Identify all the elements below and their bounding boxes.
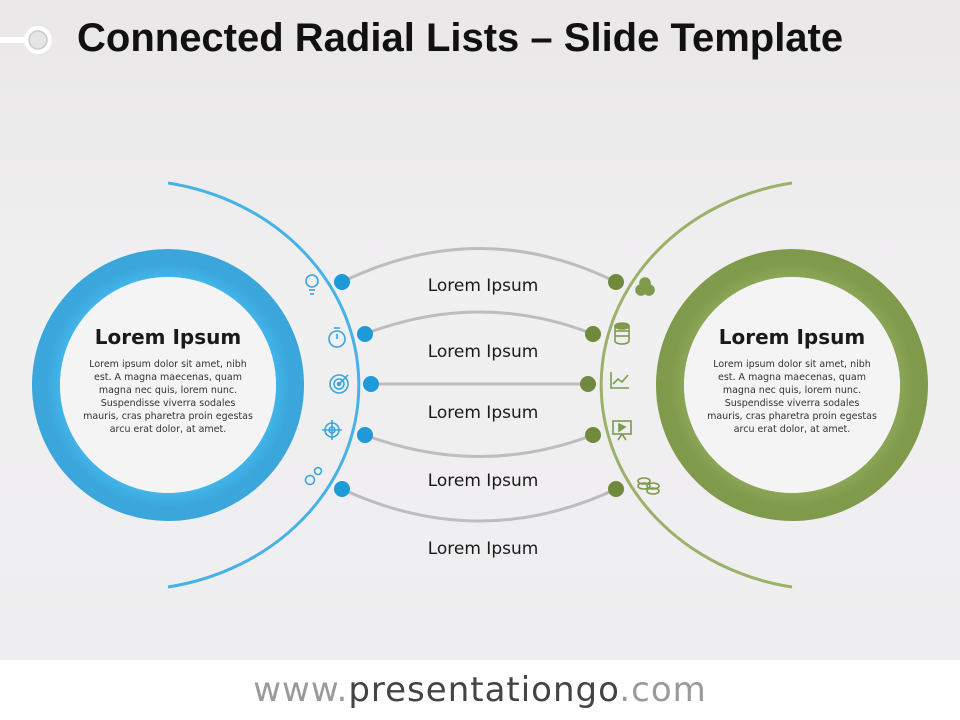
target-icon — [329, 374, 349, 394]
right-outer-arc — [599, 181, 793, 589]
connector-line-1 — [341, 247, 617, 284]
right-circle-heading: Lorem Ipsum — [718, 325, 866, 349]
slide-title: Connected Radial Lists – Slide Template — [77, 16, 844, 60]
footer-url-suffix: .com — [619, 670, 707, 710]
right-dot-5 — [608, 481, 624, 497]
logo-mark-icon — [0, 26, 52, 54]
right-dot-4 — [585, 427, 601, 443]
connector-line-2 — [364, 310, 594, 336]
left-ring — [32, 249, 304, 521]
venn-icon — [635, 277, 655, 296]
gears-icon — [304, 466, 323, 486]
left-circle-heading: Lorem Ipsum — [94, 325, 242, 349]
left-dot-5 — [334, 481, 350, 497]
connector-label-2: Lorem Ipsum — [427, 342, 539, 362]
footer-url-prefix: www. — [253, 670, 349, 710]
left-dot-1 — [334, 274, 350, 290]
left-circle-content: Lorem Ipsum Lorem ipsum dolor sit amet, … — [82, 325, 254, 436]
footer-url-domain: presentationgo — [348, 670, 620, 710]
connector-label-4: Lorem Ipsum — [427, 471, 539, 491]
connector-label-1: Lorem Ipsum — [427, 276, 539, 296]
left-dot-3 — [363, 376, 379, 392]
footer: www.presentationgo.com — [0, 660, 960, 720]
connector-line-4 — [364, 433, 594, 458]
right-circle-content: Lorem Ipsum Lorem ipsum dolor sit amet, … — [706, 325, 878, 436]
right-dot-3 — [580, 376, 596, 392]
coins-icon — [637, 477, 660, 495]
right-ring-inner — [684, 277, 900, 493]
left-outer-arc — [167, 181, 361, 589]
radial-diagram — [32, 181, 928, 589]
connector-line-5 — [341, 487, 617, 523]
connector-label-5: Lorem Ipsum — [427, 539, 539, 559]
right-circle-body: Lorem ipsum dolor sit amet, nibh est. A … — [707, 359, 877, 435]
left-dot-2 — [357, 326, 373, 342]
connector-label-3: Lorem Ipsum — [427, 403, 539, 423]
left-ring-inner — [60, 277, 276, 493]
right-dots — [580, 274, 624, 497]
slide: Connected Radial Lists – Slide Template — [0, 0, 960, 660]
right-ring — [656, 249, 928, 521]
right-dot-2 — [585, 326, 601, 342]
lightbulb-icon — [305, 274, 319, 295]
left-dot-4 — [357, 427, 373, 443]
connector-lines — [341, 247, 617, 523]
left-dots — [334, 274, 379, 497]
stopwatch-icon — [328, 327, 346, 348]
left-circle-body: Lorem ipsum dolor sit amet, nibh est. A … — [83, 359, 253, 435]
line-chart-icon — [610, 372, 629, 389]
footer-url[interactable]: www.presentationgo.com — [253, 670, 707, 710]
right-dot-1 — [608, 274, 624, 290]
database-icon — [614, 322, 630, 345]
crosshair-icon — [322, 420, 342, 440]
presentation-icon — [612, 420, 632, 441]
